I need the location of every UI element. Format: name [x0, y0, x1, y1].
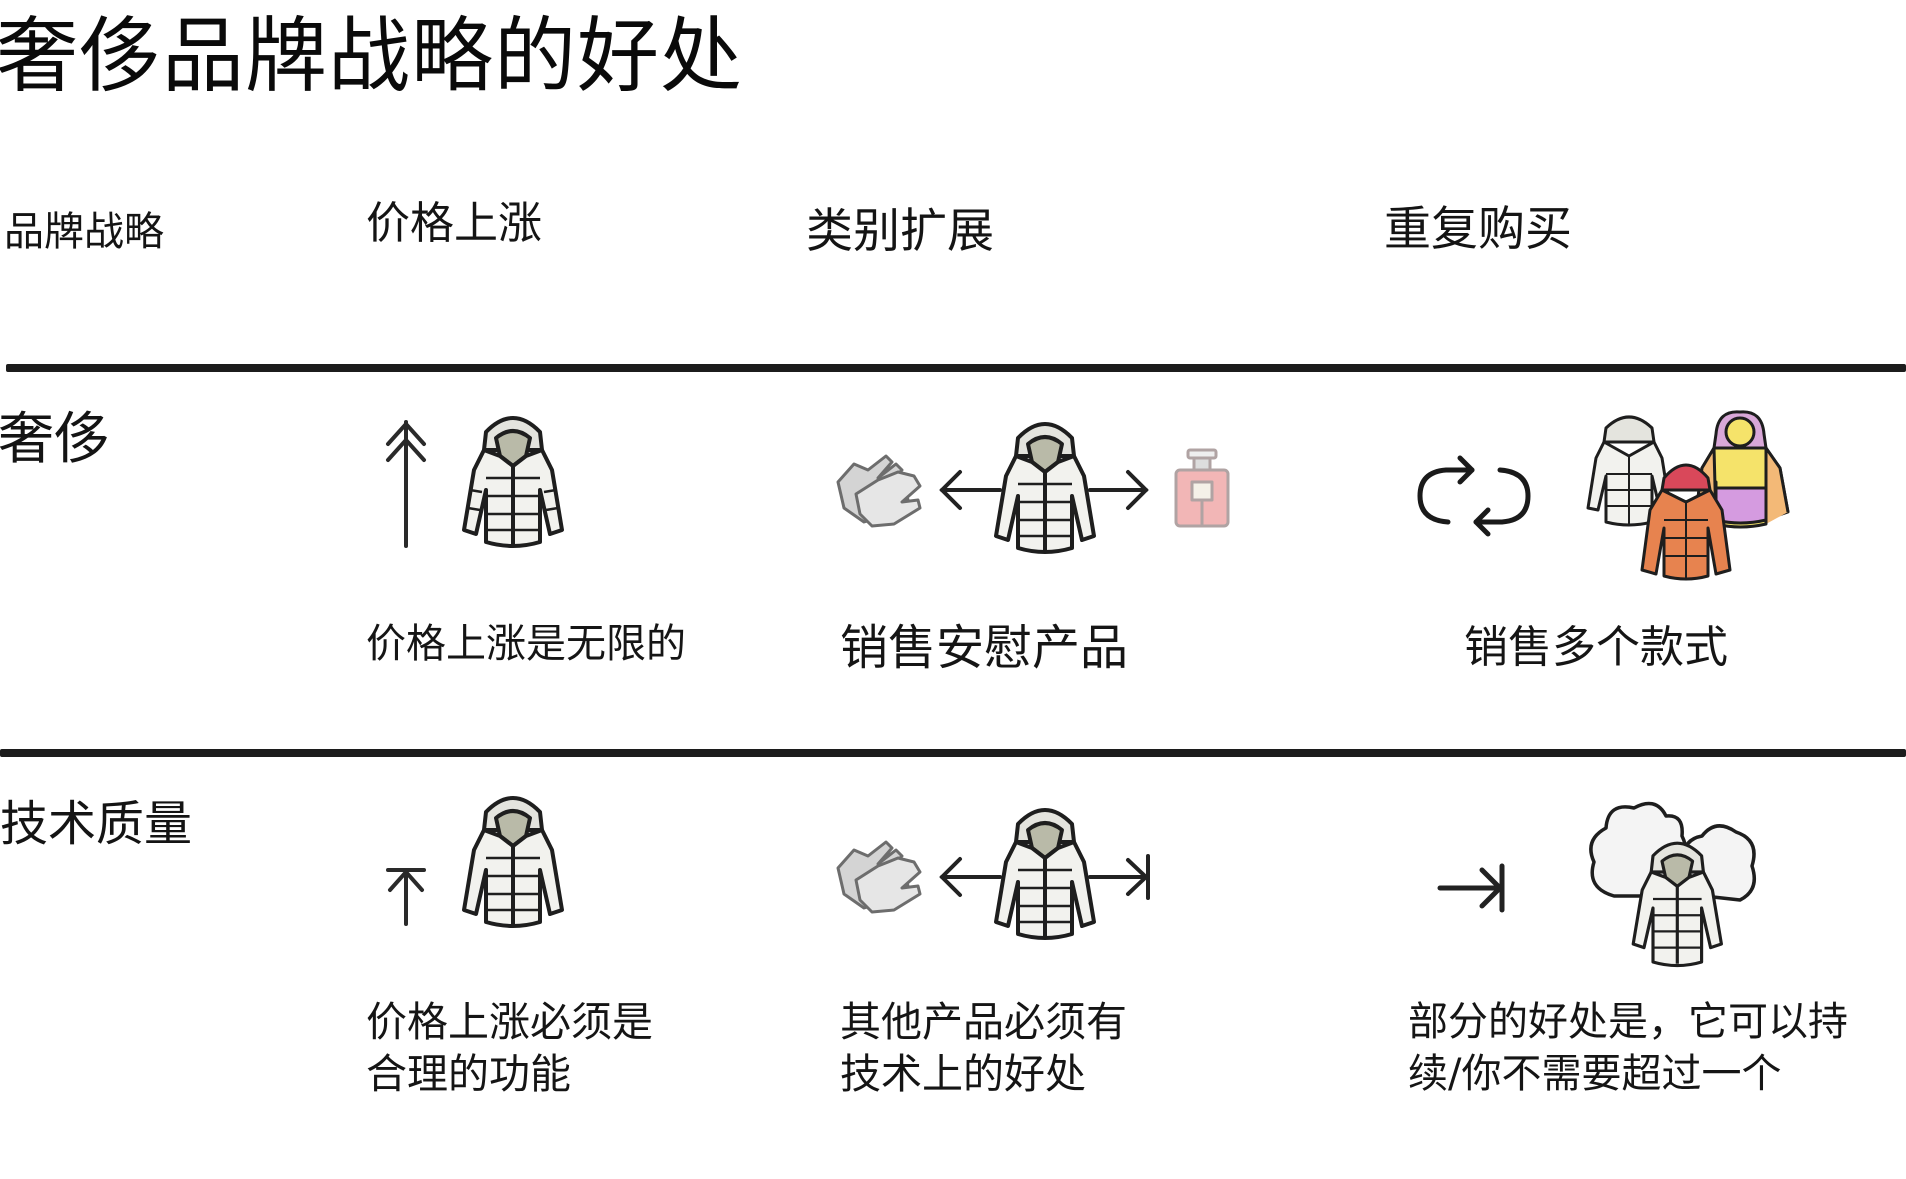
down-coat-icon — [462, 796, 564, 928]
gloves-icon — [836, 454, 922, 528]
caption-technical-price: 价格上涨必须是 合理的功能 — [366, 998, 653, 1098]
cycle-arrows-icon — [1417, 455, 1531, 537]
down-coat-icon — [994, 808, 1096, 940]
caption-luxury-repeat: 销售多个款式 — [1464, 622, 1728, 673]
header-corner-label: 品牌战略 — [4, 209, 164, 255]
multiple-coats-icon — [1586, 410, 1790, 581]
header-divider — [6, 364, 1906, 372]
gloves-icon — [836, 840, 922, 914]
right-arrow-to-bar-icon — [1437, 863, 1505, 913]
column-header-category-extension: 类别扩展 — [806, 204, 994, 259]
row-label-luxury: 奢侈 — [0, 407, 110, 472]
left-arrow-icon — [939, 470, 1002, 510]
caption-technical-category: 其他产品必须有 技术上的好处 — [840, 998, 1127, 1098]
caption-luxury-price: 价格上涨是无限的 — [366, 621, 686, 667]
caption-technical-repeat: 部分的好处是，它可以持 续/你不需要超过一个 — [1408, 999, 1848, 1097]
column-header-price-increase: 价格上涨 — [366, 198, 542, 249]
page-title: 奢侈品牌战略的好处 — [0, 9, 744, 104]
short-up-arrow-to-bar-icon — [386, 868, 426, 926]
right-arrow-icon — [1088, 470, 1149, 510]
row-divider — [0, 749, 1906, 757]
caption-luxury-category: 销售安慰产品 — [840, 620, 1129, 676]
column-header-repeat-purchase: 重复购买 — [1384, 202, 1572, 257]
right-arrow-to-bar-icon — [1088, 854, 1150, 900]
down-coat-icon — [462, 416, 564, 548]
left-arrow-icon — [939, 857, 1002, 897]
tall-up-arrow-icon — [386, 420, 426, 548]
coat-with-down-clouds-icon — [1589, 801, 1756, 968]
down-coat-icon — [994, 422, 1096, 554]
row-label-technical-quality: 技术质量 — [0, 796, 193, 852]
perfume-bottle-icon — [1174, 448, 1230, 528]
